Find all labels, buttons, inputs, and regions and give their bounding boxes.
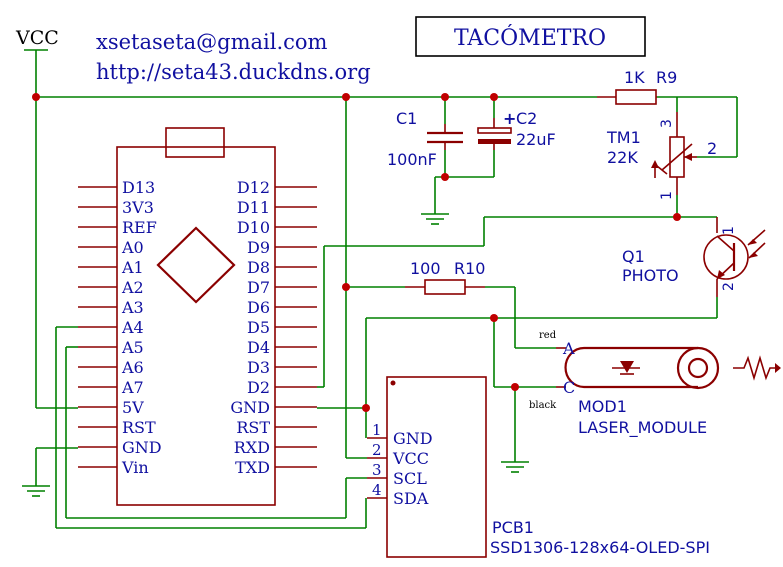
phototransistor-q1	[703, 217, 749, 297]
arduino-pin-label-a7: A7	[121, 378, 144, 397]
tm1-pin1: 1	[659, 191, 675, 200]
q1-pin2: 2	[721, 282, 737, 291]
arduino-pin-label-vin: Vin	[121, 458, 149, 477]
oled-pin-name-gnd: GND	[393, 429, 433, 448]
mod1-ref: MOD1	[578, 397, 627, 416]
oled-pin-num-4: 4	[372, 481, 382, 499]
pcb1-value: SSD1306-128x64-OLED-SPI	[490, 538, 710, 557]
arduino-pin-label-r-d8: D8	[247, 258, 270, 277]
c2-polarity: +	[503, 109, 516, 128]
ground-symbol-laser	[501, 461, 529, 473]
capacitor-c1	[427, 124, 463, 150]
arduino-pin-label-r-d4: D4	[247, 338, 270, 357]
arduino-pin-label-r-d5: D5	[247, 318, 270, 337]
resistor-r10	[405, 279, 485, 295]
arduino-pin-label-r-d12: D12	[237, 178, 270, 197]
arduino-pin-label-r-d10: D10	[237, 218, 270, 237]
oled-pin-name-sda: SDA	[393, 489, 429, 508]
junctions	[32, 93, 681, 412]
c1-ref: C1	[396, 109, 417, 128]
q1-ref: Q1	[622, 247, 645, 266]
author-email: xsetaseta@gmail.com	[96, 30, 328, 54]
pcb1-ref: PCB1	[492, 518, 534, 537]
c2-ref: C2	[516, 109, 537, 128]
resistor-r9	[597, 89, 657, 105]
r9-ref: R9	[656, 68, 677, 87]
arduino-pin-label-r-rst: RST	[236, 418, 270, 437]
oled-pins: 1 GND 2 VCC 3 SCL 4 SDA	[367, 421, 433, 508]
arduino-pin-label-r-d2: D2	[247, 378, 270, 397]
r10-ref: R10	[454, 259, 485, 278]
arduino-pin-label-r-d7: D7	[247, 278, 270, 297]
laser-module-mod1	[556, 346, 720, 390]
arduino-pin-label-rst: RST	[122, 418, 156, 437]
trimmer-tm1	[656, 112, 697, 195]
arduino-pin-label-3v3: 3V3	[122, 198, 154, 217]
oled-module-pcb1	[386, 376, 487, 558]
wires	[35, 50, 738, 529]
mod1-pin-c: C	[563, 378, 575, 397]
arduino-pin-label-r-rxd: RXD	[234, 438, 270, 457]
arduino-pin-label-r-d6: D6	[247, 298, 270, 317]
arduino-pin-label-a0: A0	[121, 238, 144, 257]
arduino-pin-label-ref: REF	[122, 218, 157, 237]
arduino-pin-label-a3: A3	[121, 298, 144, 317]
arduino-pin-label-a2: A2	[121, 278, 144, 297]
arduino-pin-label-r-gnd: GND	[230, 398, 270, 417]
tm1-ref: TM1	[606, 128, 641, 147]
oled-pin-name-scl: SCL	[393, 469, 427, 488]
title-box	[415, 16, 646, 57]
arduino-pin-label-gnd: GND	[122, 438, 162, 457]
mod1-pin-a: A	[562, 339, 575, 358]
tm1-pin2: 2	[707, 139, 717, 158]
ground-symbol-arduino	[22, 485, 50, 497]
capacitor-c2	[477, 118, 512, 150]
mod1-wire-c: black	[529, 400, 557, 411]
oled-pin-num-2: 2	[372, 441, 382, 459]
arduino-board	[116, 127, 276, 506]
tm1-arrow-icon	[651, 160, 659, 178]
arduino-pin-label-5v: 5V	[122, 398, 144, 417]
r9-value: 1K	[624, 68, 645, 87]
q1-pin1: 1	[721, 226, 737, 235]
tm1-pin3: 3	[659, 119, 675, 128]
arduino-pin-label-a4: A4	[121, 318, 144, 337]
arduino-pin-label-a5: A5	[121, 338, 144, 357]
mod1-value: LASER_MODULE	[578, 418, 707, 438]
ground-symbol-c1	[421, 213, 449, 225]
laser-beam-icon	[733, 355, 781, 381]
light-arrows-icon	[747, 229, 766, 259]
mod1-wire-a: red	[539, 330, 557, 341]
tm1-value: 22K	[607, 148, 638, 167]
arduino-left-pin-lines	[78, 186, 117, 468]
c2-value: 22uF	[516, 130, 556, 149]
oled-pin-name-vcc: VCC	[392, 449, 429, 468]
arduino-pin-label-r-txd: TXD	[235, 458, 270, 477]
arduino-pin-label-d13: D13	[122, 178, 155, 197]
c1-value: 100nF	[387, 150, 437, 169]
arduino-pin-label-a1: A1	[121, 258, 144, 277]
r10-value: 100	[410, 259, 441, 278]
oled-pin-num-3: 3	[372, 461, 382, 479]
arduino-pin-label-r-d3: D3	[247, 358, 270, 377]
oled-pin-num-1: 1	[372, 421, 382, 439]
arduino-right-pin-lines	[275, 186, 317, 468]
vcc-label: VCC	[15, 27, 59, 49]
author-url: http://seta43.duckdns.org	[96, 60, 371, 84]
q1-value: PHOTO	[622, 266, 679, 285]
title-text: TACÓMETRO	[454, 24, 606, 51]
arduino-pin-label-r-d9: D9	[247, 238, 270, 257]
arduino-pin-label-a6: A6	[121, 358, 144, 377]
arduino-pin-label-r-d11: D11	[237, 198, 270, 217]
